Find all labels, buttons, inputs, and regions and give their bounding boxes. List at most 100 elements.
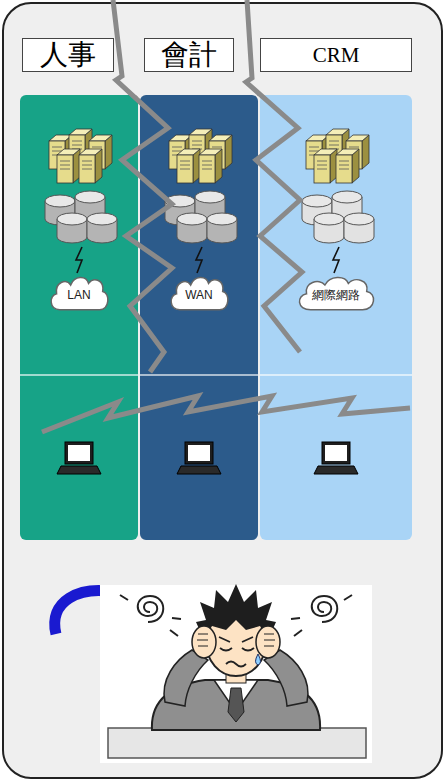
stressed-person — [100, 585, 372, 763]
laptop-icon — [65, 442, 93, 464]
server-icon — [57, 149, 80, 183]
laptop-icon — [68, 445, 90, 461]
stressed-person — [100, 584, 372, 763]
database-cylinder — [45, 195, 75, 207]
laptop-icon — [188, 445, 210, 461]
lightning-line — [140, 396, 258, 432]
server-icon — [346, 135, 369, 141]
database-cylinder — [177, 213, 207, 243]
laptop-icon — [177, 442, 221, 474]
stressed-person — [219, 637, 253, 642]
server-icon — [79, 155, 95, 183]
column-title: 會計 — [161, 41, 217, 69]
server-icon — [329, 141, 339, 149]
server-icon — [326, 129, 349, 135]
database-cylinder — [332, 191, 362, 203]
server-group — [169, 129, 232, 183]
database-cylinder — [57, 213, 87, 225]
database-cylinder — [344, 213, 374, 243]
laptop-icon — [57, 442, 101, 474]
server-icon — [199, 155, 215, 183]
database-cylinder — [207, 213, 237, 243]
server-icon — [177, 155, 193, 183]
server-icon — [177, 149, 200, 155]
database-cylinder — [177, 213, 207, 225]
server-icon — [339, 161, 349, 169]
stressed-person — [256, 626, 280, 658]
network-label: LAN — [67, 289, 90, 301]
column-art — [140, 95, 258, 540]
laptop-icon — [177, 466, 221, 474]
cloud-outline — [51, 278, 108, 310]
column-tab: 會計 — [144, 38, 234, 72]
database-cylinder — [57, 213, 87, 243]
database-group — [165, 191, 237, 243]
cloud-outline — [300, 278, 374, 310]
server-icon — [314, 149, 337, 155]
lightning-line — [42, 95, 138, 432]
server-icon — [314, 155, 330, 183]
lightning-line — [260, 95, 302, 352]
lightning-line — [140, 95, 172, 372]
server-icon — [336, 149, 359, 183]
server-icon — [177, 149, 200, 183]
section-divider — [140, 374, 258, 376]
network-cloud: WAN — [167, 273, 231, 313]
server-icon — [79, 149, 102, 183]
server-icon — [336, 155, 352, 183]
server-icon — [336, 149, 359, 155]
server-icon — [57, 155, 73, 183]
server-icon — [199, 149, 222, 155]
link-bolt — [333, 247, 339, 273]
server-group — [306, 129, 369, 183]
server-icon — [306, 135, 329, 141]
stressed-person — [226, 662, 246, 667]
column-title: CRM — [313, 45, 360, 66]
server-icon — [192, 141, 202, 149]
stressed-person — [192, 626, 216, 658]
server-icon — [82, 161, 92, 169]
column-title: 人事 — [40, 41, 96, 69]
stressed-person — [120, 595, 181, 636]
server-group — [49, 129, 112, 183]
link-bolt — [196, 247, 202, 273]
system-column: LAN人事 — [20, 95, 138, 540]
network-cloud: LAN — [47, 273, 111, 313]
lightning-line — [246, 95, 258, 352]
laptop-icon — [322, 442, 350, 464]
network-label: 網際網路 — [312, 289, 360, 301]
server-icon — [202, 161, 212, 169]
stressed-person — [312, 596, 338, 622]
server-icon — [49, 135, 72, 141]
column-tab: 人事 — [22, 38, 114, 72]
network-cloud: 網際網路 — [294, 273, 378, 313]
stressed-person — [108, 728, 366, 758]
section-divider — [260, 374, 412, 376]
lightning-line — [140, 95, 258, 432]
server-icon — [89, 135, 112, 141]
database-cylinder — [207, 213, 237, 225]
database-cylinder — [195, 191, 225, 203]
database-cylinder — [314, 213, 344, 225]
database-cylinder — [314, 213, 344, 243]
laptop-icon — [314, 442, 358, 474]
link-bolt — [76, 247, 82, 273]
server-icon — [72, 141, 82, 149]
server-icon — [180, 161, 190, 169]
server-icon — [199, 149, 222, 183]
laptop-icon — [57, 466, 101, 474]
database-cylinder — [87, 213, 117, 225]
stressed-person — [197, 634, 275, 646]
section-divider — [20, 374, 138, 376]
database-cylinder — [75, 191, 105, 203]
system-column: 網際網路CRM — [260, 95, 412, 540]
outer-frame — [3, 3, 442, 778]
laptop-icon — [185, 442, 213, 464]
server-icon — [189, 129, 212, 135]
stressed-person — [220, 648, 254, 651]
lightning-line — [113, 95, 138, 372]
stressed-person — [138, 596, 164, 622]
server-icon — [317, 161, 327, 169]
column-art — [20, 95, 138, 540]
stressed-person — [256, 654, 261, 665]
